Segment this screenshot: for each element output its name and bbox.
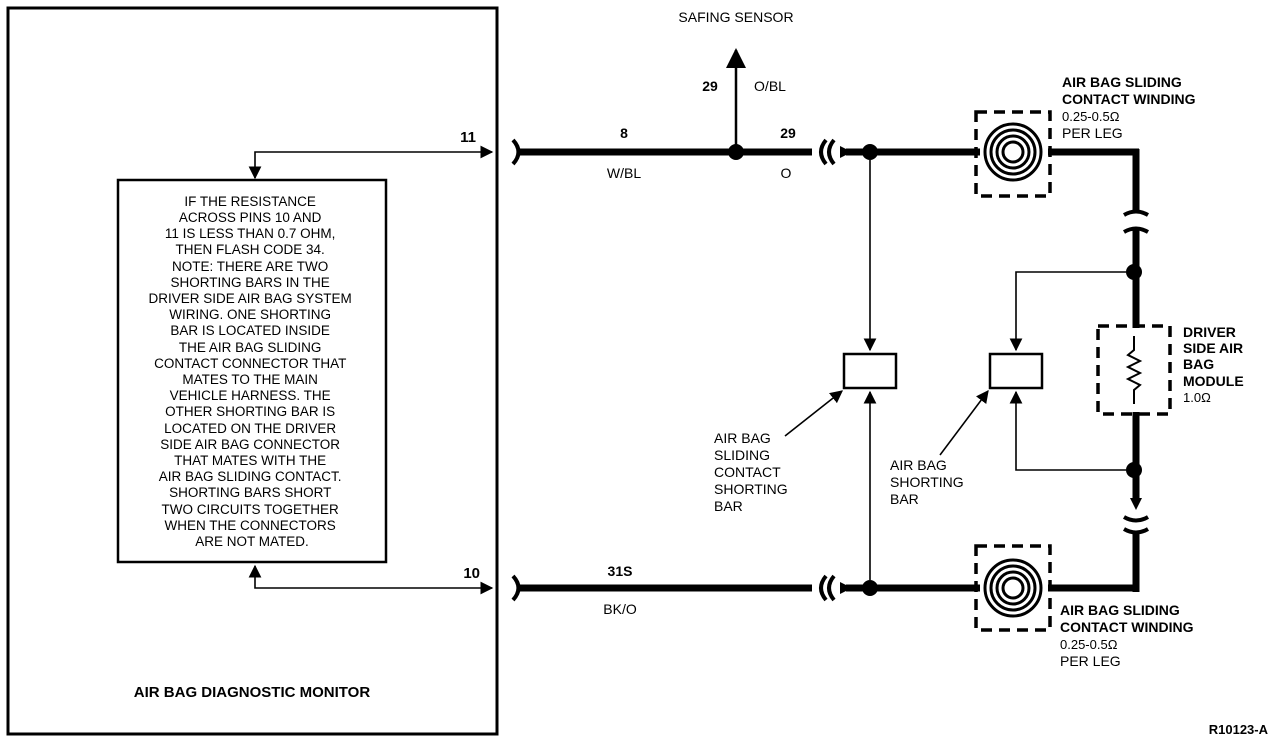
top-winding-value-1: 0.25-0.5Ω bbox=[1062, 109, 1120, 124]
color-o-bl-label: O/BL bbox=[754, 78, 786, 94]
circuit-31s-label: 31S bbox=[608, 563, 633, 579]
color-w-bl-label: W/BL bbox=[607, 165, 641, 181]
circuit-29-up-label: 29 bbox=[702, 78, 718, 94]
module-value: 1.0Ω bbox=[1183, 390, 1211, 405]
pin10-measure-line bbox=[248, 564, 494, 595]
circuit-8-label: 8 bbox=[620, 125, 628, 141]
top-winding-coil bbox=[983, 122, 1043, 182]
pin-10-label: 10 bbox=[463, 565, 480, 582]
bottom-winding-title-2: CONTACT WINDING bbox=[1060, 619, 1194, 635]
pin-11-label: 11 bbox=[460, 129, 476, 146]
connector-right-top-1 bbox=[1122, 209, 1150, 217]
safing-sensor-label: SAFING SENSOR bbox=[678, 9, 793, 25]
module-label-2: SIDE AIR bbox=[1183, 340, 1243, 356]
bottom-winding-coil bbox=[983, 558, 1043, 618]
module-shorting-line-bottom bbox=[1009, 390, 1126, 471]
sliding-shorting-bar-box bbox=[842, 352, 898, 390]
splice-right-upper bbox=[1126, 264, 1142, 280]
top-winding-title-1: AIR BAG SLIDING bbox=[1062, 74, 1182, 90]
module-label-3: BAG bbox=[1183, 356, 1214, 372]
figure-id: R10123-A bbox=[1209, 722, 1269, 737]
diagnostic-monitor-box bbox=[6, 6, 499, 736]
module-shorting-bar-label: AIR BAG SHORTING BAR bbox=[890, 457, 968, 507]
module-shorting-bar-box bbox=[988, 352, 1044, 390]
bottom-winding-title-1: AIR BAG SLIDING bbox=[1060, 602, 1180, 618]
connector-right-bottom-2 bbox=[1122, 527, 1150, 535]
circuit-29-label: 29 bbox=[780, 125, 796, 141]
splice-right-lower bbox=[1126, 462, 1142, 478]
connector-bottom-mating bbox=[819, 574, 836, 602]
bottom-winding-value-1: 0.25-0.5Ω bbox=[1060, 637, 1118, 652]
connector-right-top-2 bbox=[1122, 226, 1150, 234]
module-label-1: DRIVER bbox=[1183, 324, 1236, 340]
module-shorting-line-top bbox=[1009, 271, 1126, 352]
splice-top-shorting bbox=[862, 144, 878, 160]
connector-pin10 bbox=[511, 574, 521, 602]
module-resistor bbox=[1125, 336, 1143, 404]
sliding-shorting-bar-label: AIR BAG SLIDING CONTACT SHORTING BAR bbox=[714, 430, 792, 514]
top-winding-value-2: PER LEG bbox=[1062, 125, 1123, 141]
connector-right-bottom-1 bbox=[1122, 515, 1150, 523]
splice-bottom-shorting bbox=[862, 580, 878, 596]
pin11-measure-line bbox=[248, 145, 494, 180]
bottom-winding-value-2: PER LEG bbox=[1060, 653, 1121, 669]
color-o-label: O bbox=[781, 165, 792, 181]
connector-right-bottom-arrow bbox=[1130, 498, 1142, 510]
module-shorting-bar-pointer bbox=[939, 389, 989, 456]
connector-pin11 bbox=[511, 138, 521, 166]
driver-module-box bbox=[1096, 324, 1172, 416]
module-label-4: MODULE bbox=[1183, 373, 1244, 389]
monitor-label: AIR BAG DIAGNOSTIC MONITOR bbox=[134, 684, 371, 701]
note-box bbox=[116, 178, 388, 564]
top-winding-title-2: CONTACT WINDING bbox=[1062, 91, 1196, 107]
note-text: IF THE RESISTANCE ACROSS PINS 10 AND 11 … bbox=[148, 194, 355, 549]
splice-safing bbox=[728, 144, 744, 160]
sliding-shorting-bar-pointer bbox=[784, 390, 844, 437]
color-bk-o-label: BK/O bbox=[603, 601, 637, 617]
connector-top-mating bbox=[819, 138, 836, 166]
